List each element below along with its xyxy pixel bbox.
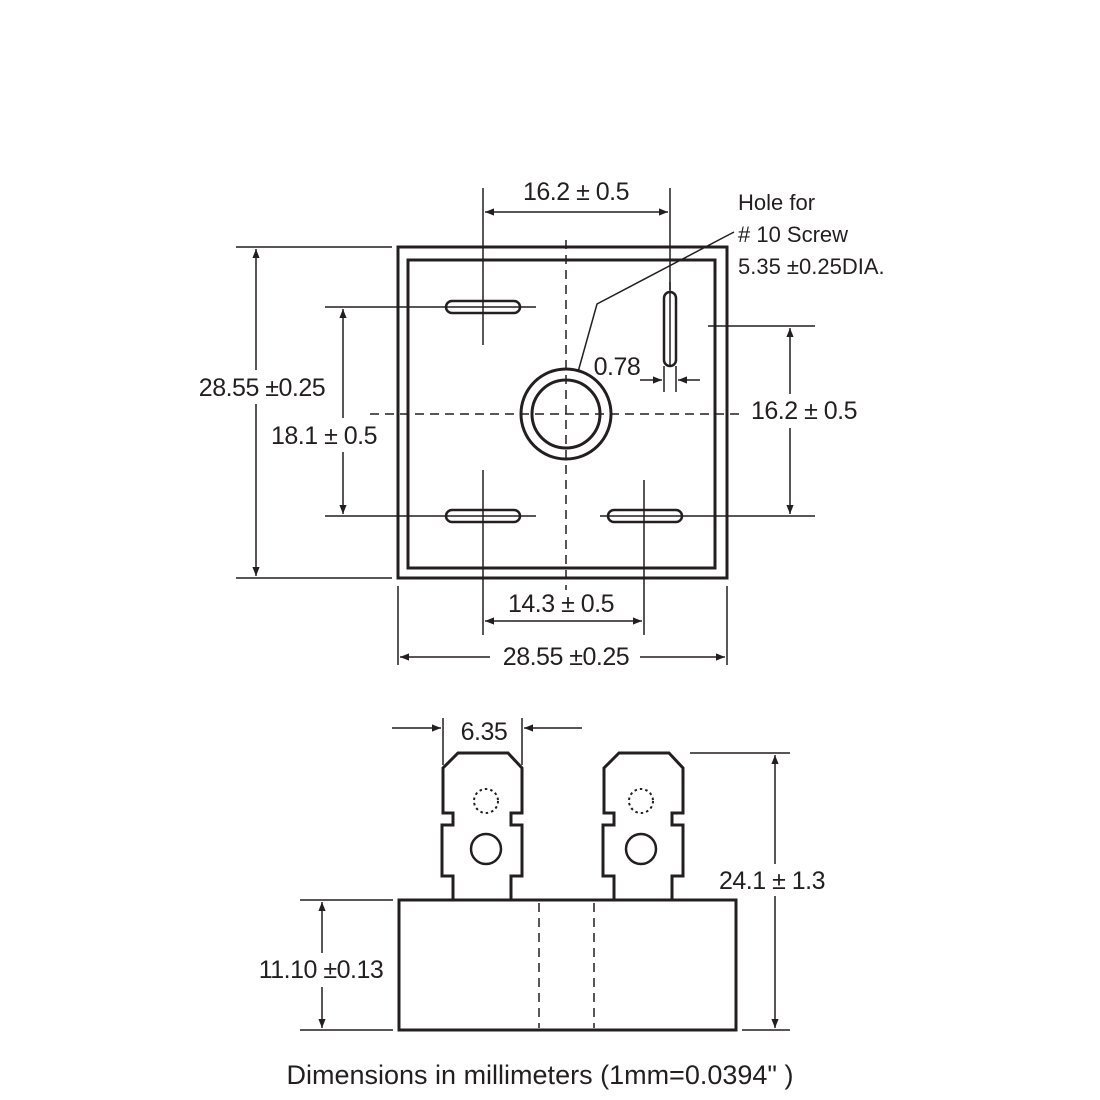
- label-mask: [706, 864, 836, 896]
- dim-height-label: 28.55 ±0.25: [199, 374, 325, 402]
- dim-pin-width-label: 0.78: [594, 353, 641, 381]
- hole-note-line1: Hole for: [738, 190, 815, 215]
- dim-top-pin-spacing-label: 16.2 ± 0.5: [523, 178, 629, 206]
- label-mask: [250, 953, 395, 987]
- body-outer-outline: [396, 245, 729, 580]
- hole-note-line3: 5.35 ±0.25DIA.: [738, 254, 885, 279]
- terminal-right: [601, 751, 685, 900]
- label-mask: [260, 418, 390, 452]
- dim-terminal-width-label: 6.35: [461, 718, 508, 746]
- mounting-hole-inner: [530, 378, 602, 450]
- dim-bottom-pin-spacing-label: 14.3 ± 0.5: [508, 590, 614, 618]
- mounting-hole-outer: [519, 367, 613, 461]
- terminal-left-dotted-hole: [473, 788, 499, 814]
- terminal-right-dotted-hole: [628, 788, 654, 814]
- dim-width-label: 28.55 ±0.25: [503, 643, 629, 671]
- label-mask: [490, 640, 640, 670]
- terminal-left-hole: [469, 832, 503, 866]
- terminal-right-hole: [624, 832, 658, 866]
- terminal-left: [440, 751, 524, 900]
- label-mask: [742, 394, 872, 428]
- dim-total-height-label: 24.1 ± 1.3: [719, 867, 825, 895]
- side-view: 6.35 24.1 ± 1.3 11.10 ±0.13: [250, 718, 836, 1032]
- dim-right-pin-vertical-label: 16.2 ± 0.5: [751, 397, 857, 425]
- top-view: 16.2 ± 0.5 28.55 ±0.25 18.1 ± 0.5 16.2 ±…: [190, 178, 885, 671]
- side-body: [397, 898, 738, 1032]
- hole-note-line2: # 10 Screw: [738, 222, 848, 247]
- hole-leader-line: [577, 231, 735, 373]
- dim-pin-vertical-label: 18.1 ± 0.5: [271, 422, 377, 450]
- label-mask: [190, 370, 340, 404]
- dim-body-height-label: 11.10 ±0.13: [259, 956, 384, 984]
- caption: Dimensions in millimeters (1mm=0.0394" ): [287, 1060, 794, 1090]
